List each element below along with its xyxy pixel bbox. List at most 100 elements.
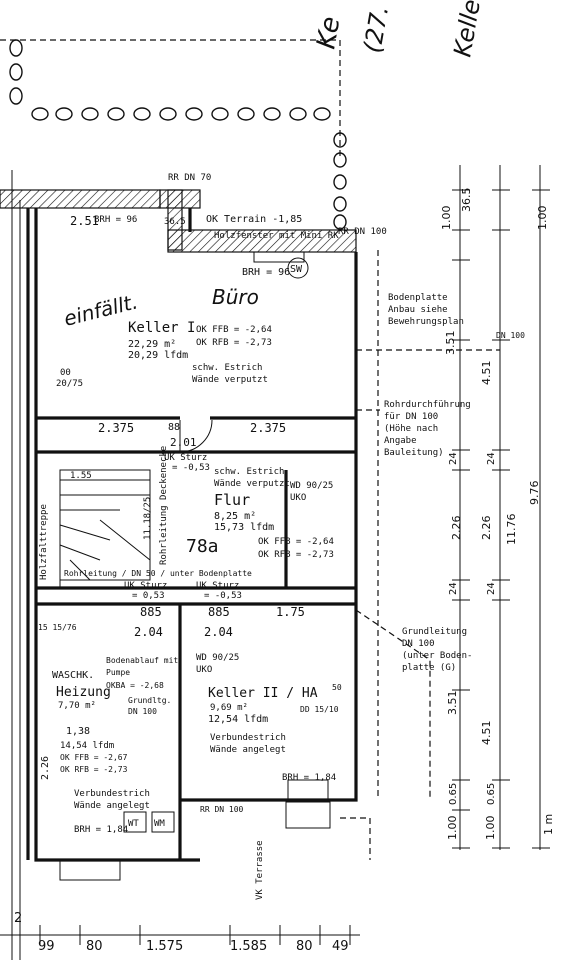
grundleitung-1: Grundleitung	[402, 627, 467, 637]
grundleitung-2: DN 100	[402, 639, 435, 649]
dim-2-04a: 2.04	[134, 625, 163, 639]
dim-2-375a: 2.375	[98, 421, 134, 435]
dim-885a: 885	[140, 605, 162, 619]
note-top: Ke	[311, 14, 346, 51]
keller2-wd: WD 90/25	[196, 653, 239, 663]
flur-wd: WD 90/25	[290, 481, 333, 491]
sw-label: SW	[290, 264, 303, 275]
dim-right-24a: 24	[448, 452, 459, 465]
flur-finish1: schw. Estrich	[214, 467, 284, 477]
dim-right-3-51b: 3.51	[446, 691, 459, 716]
bottom-dimension-chain	[0, 925, 360, 945]
room-number-flur: 78a	[186, 536, 219, 557]
stair-steps: 11.18/25	[143, 497, 153, 540]
plot-boundary	[0, 39, 347, 230]
keller1-ok-rfb: OK RFB = -2,73	[196, 338, 272, 348]
rohrdurch-2: für DN 100	[384, 412, 438, 422]
dim-right-1-00b: 1.00	[536, 206, 549, 231]
dim-00: 00	[60, 368, 71, 378]
keller1-finish2: Wände verputzt	[192, 375, 268, 385]
dim-right-1-00a: 1.00	[440, 206, 453, 231]
dim-right-24c: 24	[448, 582, 459, 595]
wm-label: WM	[154, 819, 165, 829]
dim-right-24d: 24	[486, 582, 497, 595]
dim-right-24b: 24	[486, 452, 497, 465]
heizung-finish2: Wände angelegt	[74, 801, 150, 811]
dim-bottom-1-575: 1.575	[146, 939, 183, 954]
dashed-foundation	[340, 250, 500, 860]
flur-uko: UKO	[290, 493, 306, 503]
dim-right-11-76: 11.76	[505, 514, 518, 546]
keller2-uko: UKO	[196, 665, 212, 675]
rohrdurch-5: Bauleitung)	[384, 448, 444, 458]
rr-dn70: RR DN 70	[168, 173, 211, 183]
dim-bottom-1-585: 1.585	[230, 939, 267, 954]
uk-sturz-2: UK Sturz	[124, 581, 167, 591]
note-right: Kelle	[448, 0, 486, 59]
dim-88: 88	[168, 422, 180, 433]
sw-symbol	[287, 257, 309, 279]
room-name-flur: Flur	[214, 491, 250, 509]
dim-2-375b: 2.375	[250, 421, 286, 435]
heizung-ok-ffb: OK FFB = -2,67	[60, 753, 128, 762]
room-perimeter-keller1: 20,29 lfdm	[128, 350, 188, 361]
uk-sturz-3: UK Sturz	[196, 581, 239, 591]
heizung-dim: 1,38	[66, 726, 90, 737]
flur-ok-ffb: OK FFB = -2,64	[258, 537, 334, 547]
note-top-2: (27.	[358, 3, 394, 55]
room-perimeter-flur: 15,73 lfdm	[214, 522, 274, 533]
num-15-76: 15 15/76	[38, 623, 77, 632]
uk-sturz-3-val: = -0,53	[204, 591, 242, 601]
dim-2-51: 2.51	[70, 214, 99, 228]
wt-label: WT	[128, 819, 139, 829]
keller2-finish2: Wände angelegt	[210, 745, 286, 755]
bodenablauf: Bodenablauf mit	[106, 656, 178, 665]
bodenplatte-3: Bewehrungsplan	[388, 317, 464, 327]
dim-right-1-00c: 1.00	[446, 816, 459, 841]
dim-right-9-76: 9.76	[528, 481, 541, 506]
dim-2-26: 2.26	[40, 756, 51, 780]
grundleitung-3: (unter Boden-	[402, 651, 472, 661]
room-area-flur: 8,25 m²	[214, 511, 256, 522]
window-note: Holzfenster mit Mini RK	[214, 231, 339, 241]
dim-right-36-5a: 36.5	[460, 188, 473, 213]
brh-96-top: BRH = 96	[94, 215, 137, 225]
rohrdurch-3: (Höhe nach	[384, 424, 438, 434]
dim-20-75: 20/75	[56, 379, 83, 389]
dim-36-5: 36.5	[164, 217, 186, 227]
ok-terrain: OK Terrain -1,85	[206, 214, 302, 225]
dim-2-04b: 2.04	[204, 625, 233, 639]
dim-bottom-80b: 80	[296, 939, 313, 954]
wm-box	[151, 811, 175, 833]
x-50: 50	[332, 683, 342, 692]
pumpe: Pumpe	[106, 668, 130, 677]
uk-sturz-2-val: = 0,53	[132, 591, 165, 601]
dim-right-4-51: 4.51	[480, 361, 493, 386]
keller2-brh: BRH = 1,84	[282, 773, 336, 783]
flur-ok-rfb: OK RFB = -2,73	[258, 550, 334, 560]
room-area-keller2: 9,69 m²	[210, 703, 248, 713]
flur-finish2: Wände verputzt	[214, 479, 290, 489]
keller2-dn: DD 15/10	[300, 705, 339, 714]
dim-bottom-49: 49	[332, 939, 349, 954]
dim-right-0-65a: 0.65	[448, 783, 459, 805]
room-name-keller1: Keller I	[128, 320, 195, 336]
vk-terrasse: VK Terrasse	[255, 840, 265, 900]
heizung-finish1: Verbundestrich	[74, 789, 150, 799]
rohrleitung-note: Rohrleitung / DN 50 / unter Bodenplatte	[64, 569, 252, 578]
dim-right-0-65b: 0.65	[486, 783, 497, 805]
dim-right-4-51b: 4.51	[480, 721, 493, 746]
heizung-brh: BRH = 1,84	[74, 825, 128, 835]
room-name-keller2: Keller II / HA	[208, 686, 318, 701]
room-area-heizung: 7,70 m²	[58, 701, 96, 711]
stair-rise: 1.55	[70, 471, 92, 481]
room-perimeter-heizung: 14,54 lfdm	[60, 741, 114, 751]
room-perimeter-keller2: 12,54 lfdm	[208, 714, 268, 725]
dim-bottom-2: 2	[14, 911, 22, 926]
dim-right-1-00d: 1.00	[484, 816, 497, 841]
dim-885b: 885	[208, 605, 230, 619]
dn-small: DN 100	[496, 331, 525, 340]
okba: OKBA = -2,68	[106, 681, 164, 690]
dim-right-1m: 1 m	[542, 814, 555, 835]
